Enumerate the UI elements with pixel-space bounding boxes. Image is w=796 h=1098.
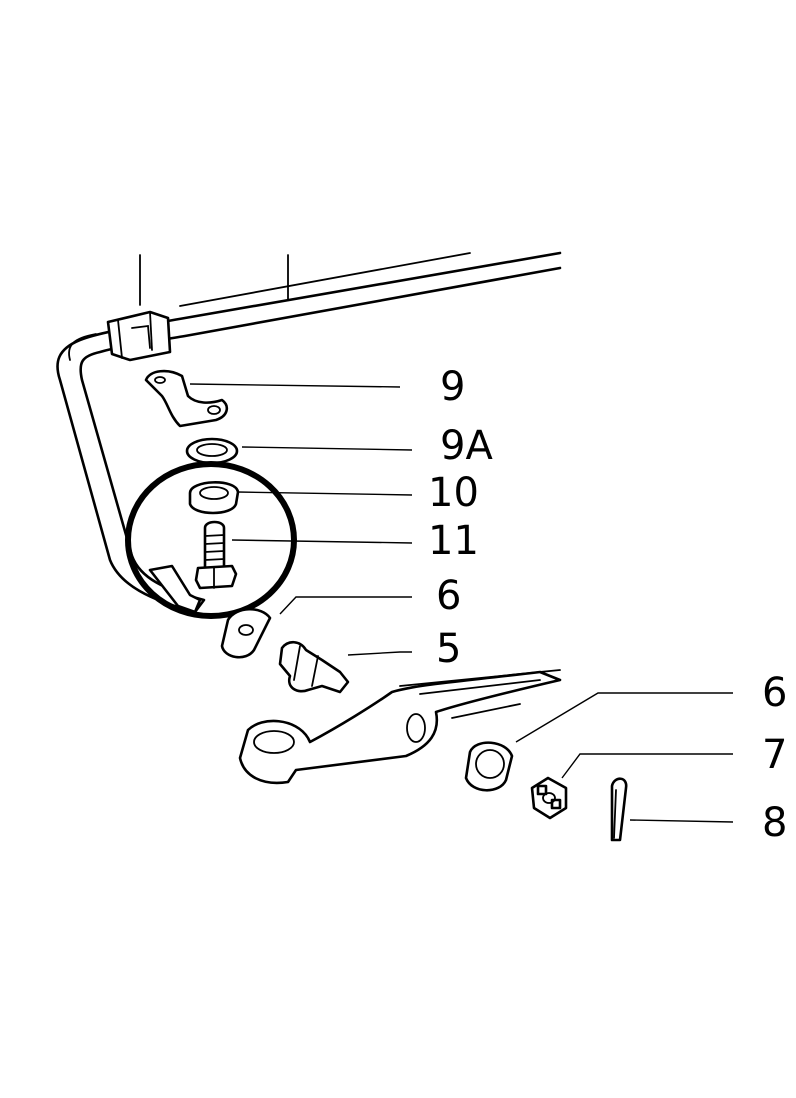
part-6-bushing-upper (220, 607, 272, 659)
lower-control-arm (238, 669, 562, 785)
callout-labels: 9 9A 10 11 6 5 6 7 8 (428, 364, 787, 846)
part-5-bush-pin (278, 640, 350, 694)
callout-7: 7 (762, 732, 787, 778)
leader-lines (189, 383, 734, 823)
part-7-castle-nut (530, 776, 568, 820)
callout-5: 5 (436, 626, 461, 672)
part-8-cotter-pin (610, 777, 628, 842)
callout-11: 11 (428, 518, 479, 564)
callout-8: 8 (762, 800, 787, 846)
bar-bushing (106, 310, 172, 362)
part-11-bolt (194, 520, 238, 590)
callout-9: 9 (440, 364, 465, 410)
part-9a-washer (185, 437, 239, 465)
highlight-circle (125, 461, 297, 619)
part-6-bushing-lower (464, 741, 514, 792)
part-9-clamp (144, 369, 229, 428)
callout-6-upper: 6 (436, 573, 461, 619)
callout-10: 10 (428, 470, 479, 516)
part-10-lock-washer (188, 481, 240, 515)
callout-6-lower: 6 (762, 670, 787, 716)
callout-9a: 9A (440, 423, 493, 469)
